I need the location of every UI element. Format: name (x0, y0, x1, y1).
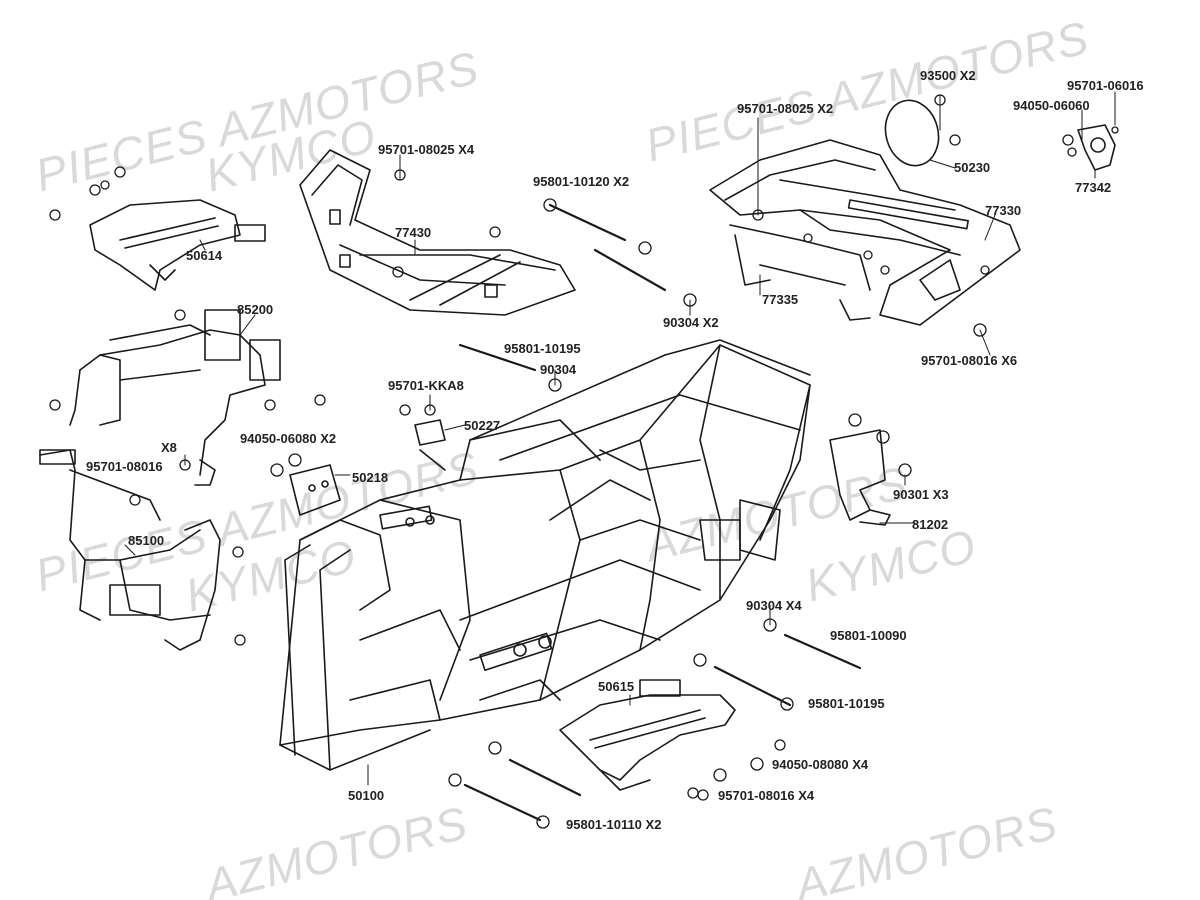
callout-90304-x4: 90304 X4 (746, 598, 802, 613)
callout-85100: 85100 (128, 533, 165, 548)
callout-90301: 90301 X3 (893, 487, 949, 502)
callout-85200: 85200 (237, 302, 274, 317)
callout-95801-10120: 95801-10120 X2 (533, 174, 630, 189)
callout-95701-08016-x6: 95701-08016 X6 (921, 353, 1018, 368)
callout-50218: 50218 (352, 470, 389, 485)
rear-rack-77330 (709, 139, 1021, 326)
callout-94050-06080: 94050-06080 X2 (240, 431, 337, 446)
callout-94050-06060: 94050-06060 (1013, 98, 1090, 113)
rack-bracket-77335 (729, 224, 871, 321)
callout-77430: 77430 (395, 225, 432, 240)
callout-95701-kka8: 95701-KKA8 (388, 378, 464, 393)
callout-x8: X8 (161, 440, 177, 455)
callout-50614: 50614 (186, 248, 223, 263)
bumper-85100 (39, 449, 221, 651)
callout-95701-08016-x4: 95701-08016 X4 (718, 788, 815, 803)
callout-90304: 90304 (540, 362, 577, 377)
main-frame-50100 (279, 339, 811, 771)
callout-77335: 77335 (762, 292, 799, 307)
callout-95701-08025-x4: 95701-08025 X4 (378, 142, 475, 157)
callout-94050-08080: 94050-08080 X4 (772, 757, 869, 772)
callout-95801-10110: 95801-10110 X2 (566, 817, 662, 832)
callout-95801-10195-lower: 95801-10195 (808, 696, 885, 711)
long-bolts (458, 203, 862, 822)
footrest-50614 (89, 199, 266, 291)
plate-50230 (884, 99, 940, 167)
callout-93500: 93500 X2 (920, 68, 976, 83)
bracket-50227 (414, 419, 446, 471)
callout-77330: 77330 (985, 203, 1022, 218)
callout-95701-08025-x2: 95701-08025 X2 (737, 101, 834, 116)
footrest-50615 (559, 679, 736, 791)
front-rack-77430 (299, 149, 576, 316)
heat-shield-81202 (829, 429, 891, 526)
bracket-77342 (1077, 124, 1116, 171)
callout-95701-06016: 95701-06016 (1067, 78, 1144, 93)
bracket-50218 (289, 464, 341, 516)
callout-81202: 81202 (912, 517, 949, 532)
callout-90304-x2: 90304 X2 (663, 315, 719, 330)
hardware-fasteners (49, 94, 1119, 829)
callout-95701-08016: 95701-08016 (86, 459, 163, 474)
callout-50227: 50227 (464, 418, 501, 433)
callout-50230: 50230 (954, 160, 991, 175)
callout-95801-10090: 95801-10090 (830, 628, 907, 643)
callout-95801-10195-upper: 95801-10195 (504, 341, 581, 356)
callout-50100: 50100 (348, 788, 385, 803)
callout-77342: 77342 (1075, 180, 1112, 195)
callout-50615: 50615 (598, 679, 635, 694)
